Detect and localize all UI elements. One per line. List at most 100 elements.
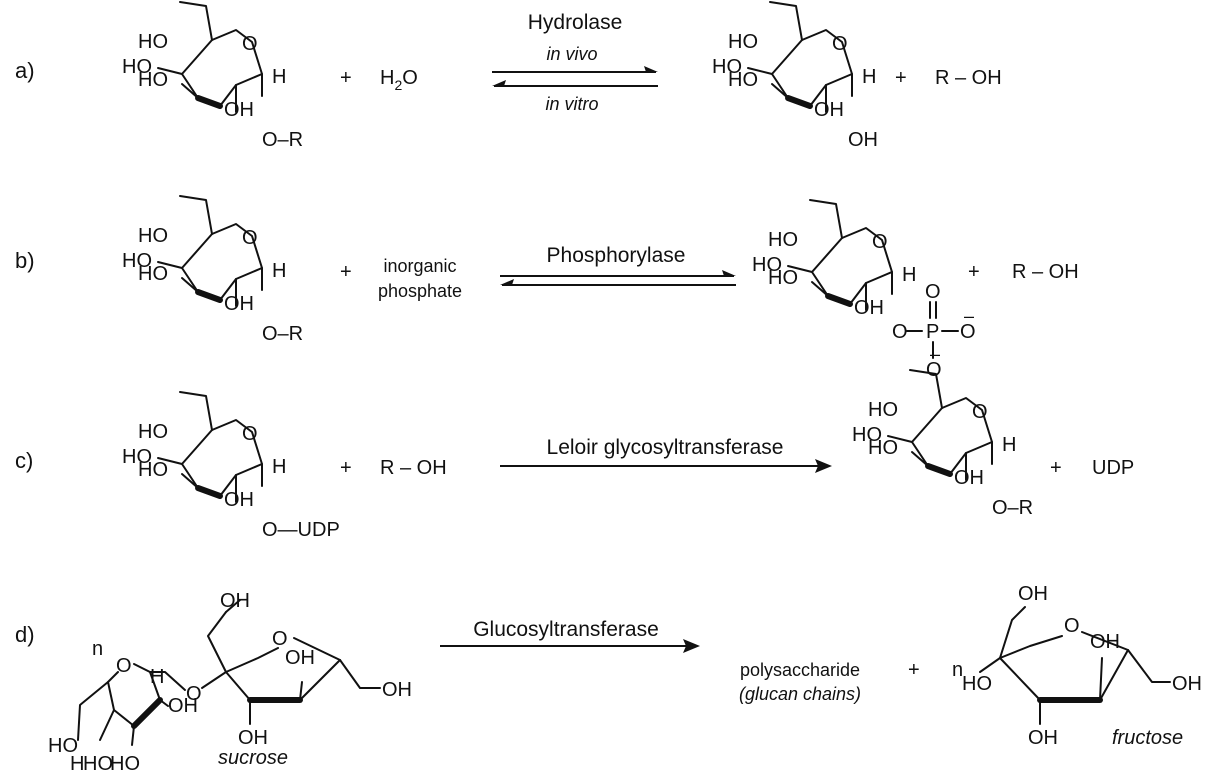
ring-oxygen: O [872, 231, 888, 253]
plus-sign: + [895, 67, 907, 89]
plus-sign: + [968, 261, 980, 283]
atom-OH: OH [285, 647, 315, 669]
atom-OH: OH [224, 99, 254, 121]
equilibrium-arrow-b [500, 270, 736, 286]
row-b-substrate: HO HO HO O H OH O–R [122, 196, 303, 345]
atom-HO: HO [138, 31, 168, 53]
row-d-label: d) [15, 622, 35, 647]
enzyme-glucosyltransferase: Glucosyltransferase [473, 618, 659, 641]
atom-HO: HO [138, 263, 168, 285]
atom-HO: HO [122, 56, 152, 78]
atom-HO: HO [852, 424, 882, 446]
row-a-product-glucose: HO HO HO O H OH OH [712, 2, 878, 151]
substrate-tail: O—UDP [262, 519, 340, 541]
udp-product: UDP [1092, 457, 1134, 479]
plus-sign: + [340, 67, 352, 89]
ring-oxygen: O [242, 33, 258, 55]
ring-oxygen: O [972, 401, 988, 423]
atom-HO: H [70, 753, 84, 775]
row-c-product-glycoside: HO HO HO O H OH O–R [852, 370, 1033, 519]
anionic-oxygen: O [960, 321, 976, 343]
glycosidic-oxygen: O [186, 683, 202, 705]
row-d: d) n O H OH HO H HO HO O OH [15, 583, 1202, 775]
forward-arrow-d [440, 639, 700, 653]
stoich-n: n [952, 659, 963, 681]
ring-oxygen: O [272, 628, 288, 650]
anomeric-h: H [1002, 434, 1016, 456]
bridge-oxygen: O [892, 321, 908, 343]
reagent-line1: inorganic [383, 256, 456, 276]
anomeric-h: H [902, 264, 916, 286]
substrate-tail: O–R [262, 129, 303, 151]
alcohol-product: R – OH [935, 67, 1002, 89]
atom-HO: HO [138, 421, 168, 443]
reagent-line2: phosphate [378, 281, 462, 301]
atom-OH: OH [1172, 673, 1202, 695]
product2-name: fructose [1112, 727, 1183, 749]
negative-charge: – [964, 306, 974, 326]
ring-oxygen: O [832, 33, 848, 55]
substrate-name: sucrose [218, 747, 288, 769]
atom-HO: HO [138, 69, 168, 91]
atom-OH: OH [848, 129, 878, 151]
oxo-oxygen: O [925, 281, 941, 303]
alcohol-product: R – OH [1012, 261, 1079, 283]
anomeric-h: H [150, 666, 164, 688]
product-glucan-note: (glucan chains) [739, 684, 861, 704]
plus-sign: + [340, 457, 352, 479]
atom-HO: HO [768, 229, 798, 251]
atom-OH: OH [382, 679, 412, 701]
forward-note: in vivo [546, 44, 597, 64]
atom-HO: HO [138, 225, 168, 247]
atom-HO: HO [868, 399, 898, 421]
phosphorus: P [926, 321, 939, 343]
row-c-substrate-udp-glucose: HO HO HO O H OH O—UDP [122, 392, 340, 541]
acceptor-alcohol: R – OH [380, 457, 447, 479]
anomeric-h: H [272, 260, 286, 282]
atom-OH: OH [238, 727, 268, 749]
row-b-product-g1p: HO HO HO O H OH O P O O – O – [752, 200, 976, 381]
row-a: a) HO HO HO O H OH O–R + H2O Hydrolase i… [15, 2, 1002, 151]
enzyme-phosphorylase: Phosphorylase [547, 244, 686, 267]
product-tail: O–R [992, 497, 1033, 519]
equilibrium-arrow-a [492, 66, 658, 87]
atom-HO: HO [110, 753, 140, 775]
atom-OH: OH [224, 293, 254, 315]
anomeric-h: H [862, 66, 876, 88]
atom-HO: HO [962, 673, 992, 695]
negative-charge: – [930, 344, 940, 364]
sucrose-structure: O H OH HO H HO HO O OH O [48, 590, 412, 775]
atom-HO: HO [712, 56, 742, 78]
row-b-label: b) [15, 248, 35, 273]
atom-OH: OH [168, 695, 198, 717]
atom-HO: HO [122, 250, 152, 272]
atom-HO: HO [868, 437, 898, 459]
ring-oxygen: O [242, 423, 258, 445]
ring-oxygen: O [242, 227, 258, 249]
ring-oxygen: O [116, 655, 132, 677]
atom-HO: HO [83, 753, 113, 775]
stoich-n: n [92, 638, 103, 660]
atom-HO: HO [138, 459, 168, 481]
fructose-structure: OH O HO OH OH OH fructose [962, 583, 1202, 749]
atom-HO: HO [728, 69, 758, 91]
atom-OH: OH [224, 489, 254, 511]
row-c-label: c) [15, 448, 33, 473]
atom-OH: OH [814, 99, 844, 121]
atom-OH: OH [220, 590, 250, 612]
product-polysaccharide: polysaccharide [740, 660, 860, 680]
water: H2O [380, 67, 418, 93]
reverse-note: in vitro [545, 94, 598, 114]
atom-HO: HO [48, 735, 78, 757]
atom-OH: OH [954, 467, 984, 489]
anionic-oxygen: O [926, 359, 942, 381]
row-c: c) HO HO HO O H OH O—UDP + R – OH Leloir… [15, 370, 1134, 541]
forward-arrow-c [500, 459, 832, 473]
enzyme-hydrolase: Hydrolase [528, 11, 623, 34]
row-b: b) HO HO HO O H OH O–R + inorganic phosp… [15, 196, 1079, 381]
atom-OH: OH [854, 297, 884, 319]
plus-sign: + [340, 261, 352, 283]
anomeric-h: H [272, 66, 286, 88]
plus-sign: + [908, 659, 920, 681]
